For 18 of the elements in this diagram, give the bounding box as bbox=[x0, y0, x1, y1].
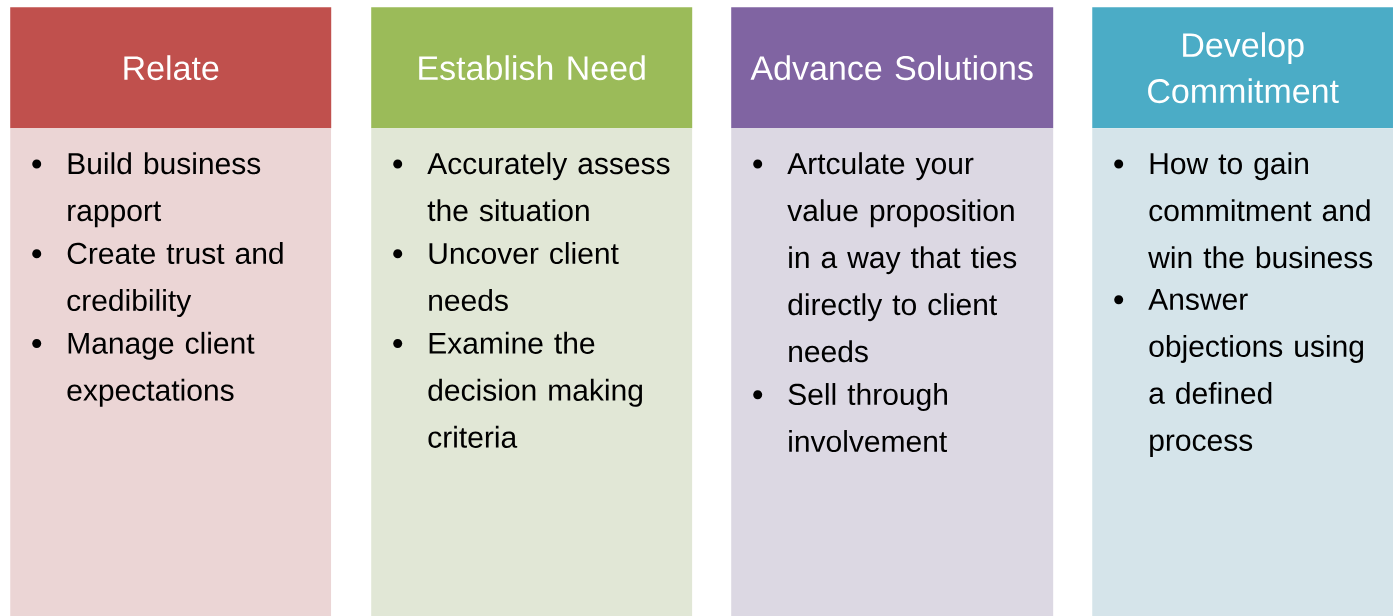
stage-header: Develop Commitment bbox=[1092, 7, 1393, 129]
bullet-item: Create trust and credibility bbox=[32, 242, 283, 317]
stage-body bbox=[10, 128, 332, 616]
stage-header: Advance Solutions bbox=[731, 7, 1054, 129]
bullet-item: Accurately assess the situation bbox=[393, 152, 670, 222]
bullet-item: Artculate your value proposition in a way that ties directly to client needs bbox=[753, 152, 1017, 363]
bullet-item: Sell through involvement bbox=[753, 383, 947, 453]
stage-body bbox=[371, 128, 693, 616]
bullet-item: Manage client expectations bbox=[32, 331, 255, 407]
bullet-item: Answer objections using a defined process bbox=[1114, 289, 1363, 457]
bullet-item: Uncover client needs bbox=[393, 242, 619, 312]
bullet-item: Examine the decision making criteria bbox=[393, 331, 642, 448]
bullet-item: How to gain commitment and win the business bbox=[1114, 152, 1373, 269]
stage-header: Establish Need bbox=[371, 7, 693, 129]
stage-body bbox=[1092, 128, 1393, 616]
stage-header: Relate bbox=[10, 7, 332, 129]
bullet-item: Build business rapport bbox=[32, 152, 261, 228]
stage-body bbox=[731, 128, 1054, 616]
